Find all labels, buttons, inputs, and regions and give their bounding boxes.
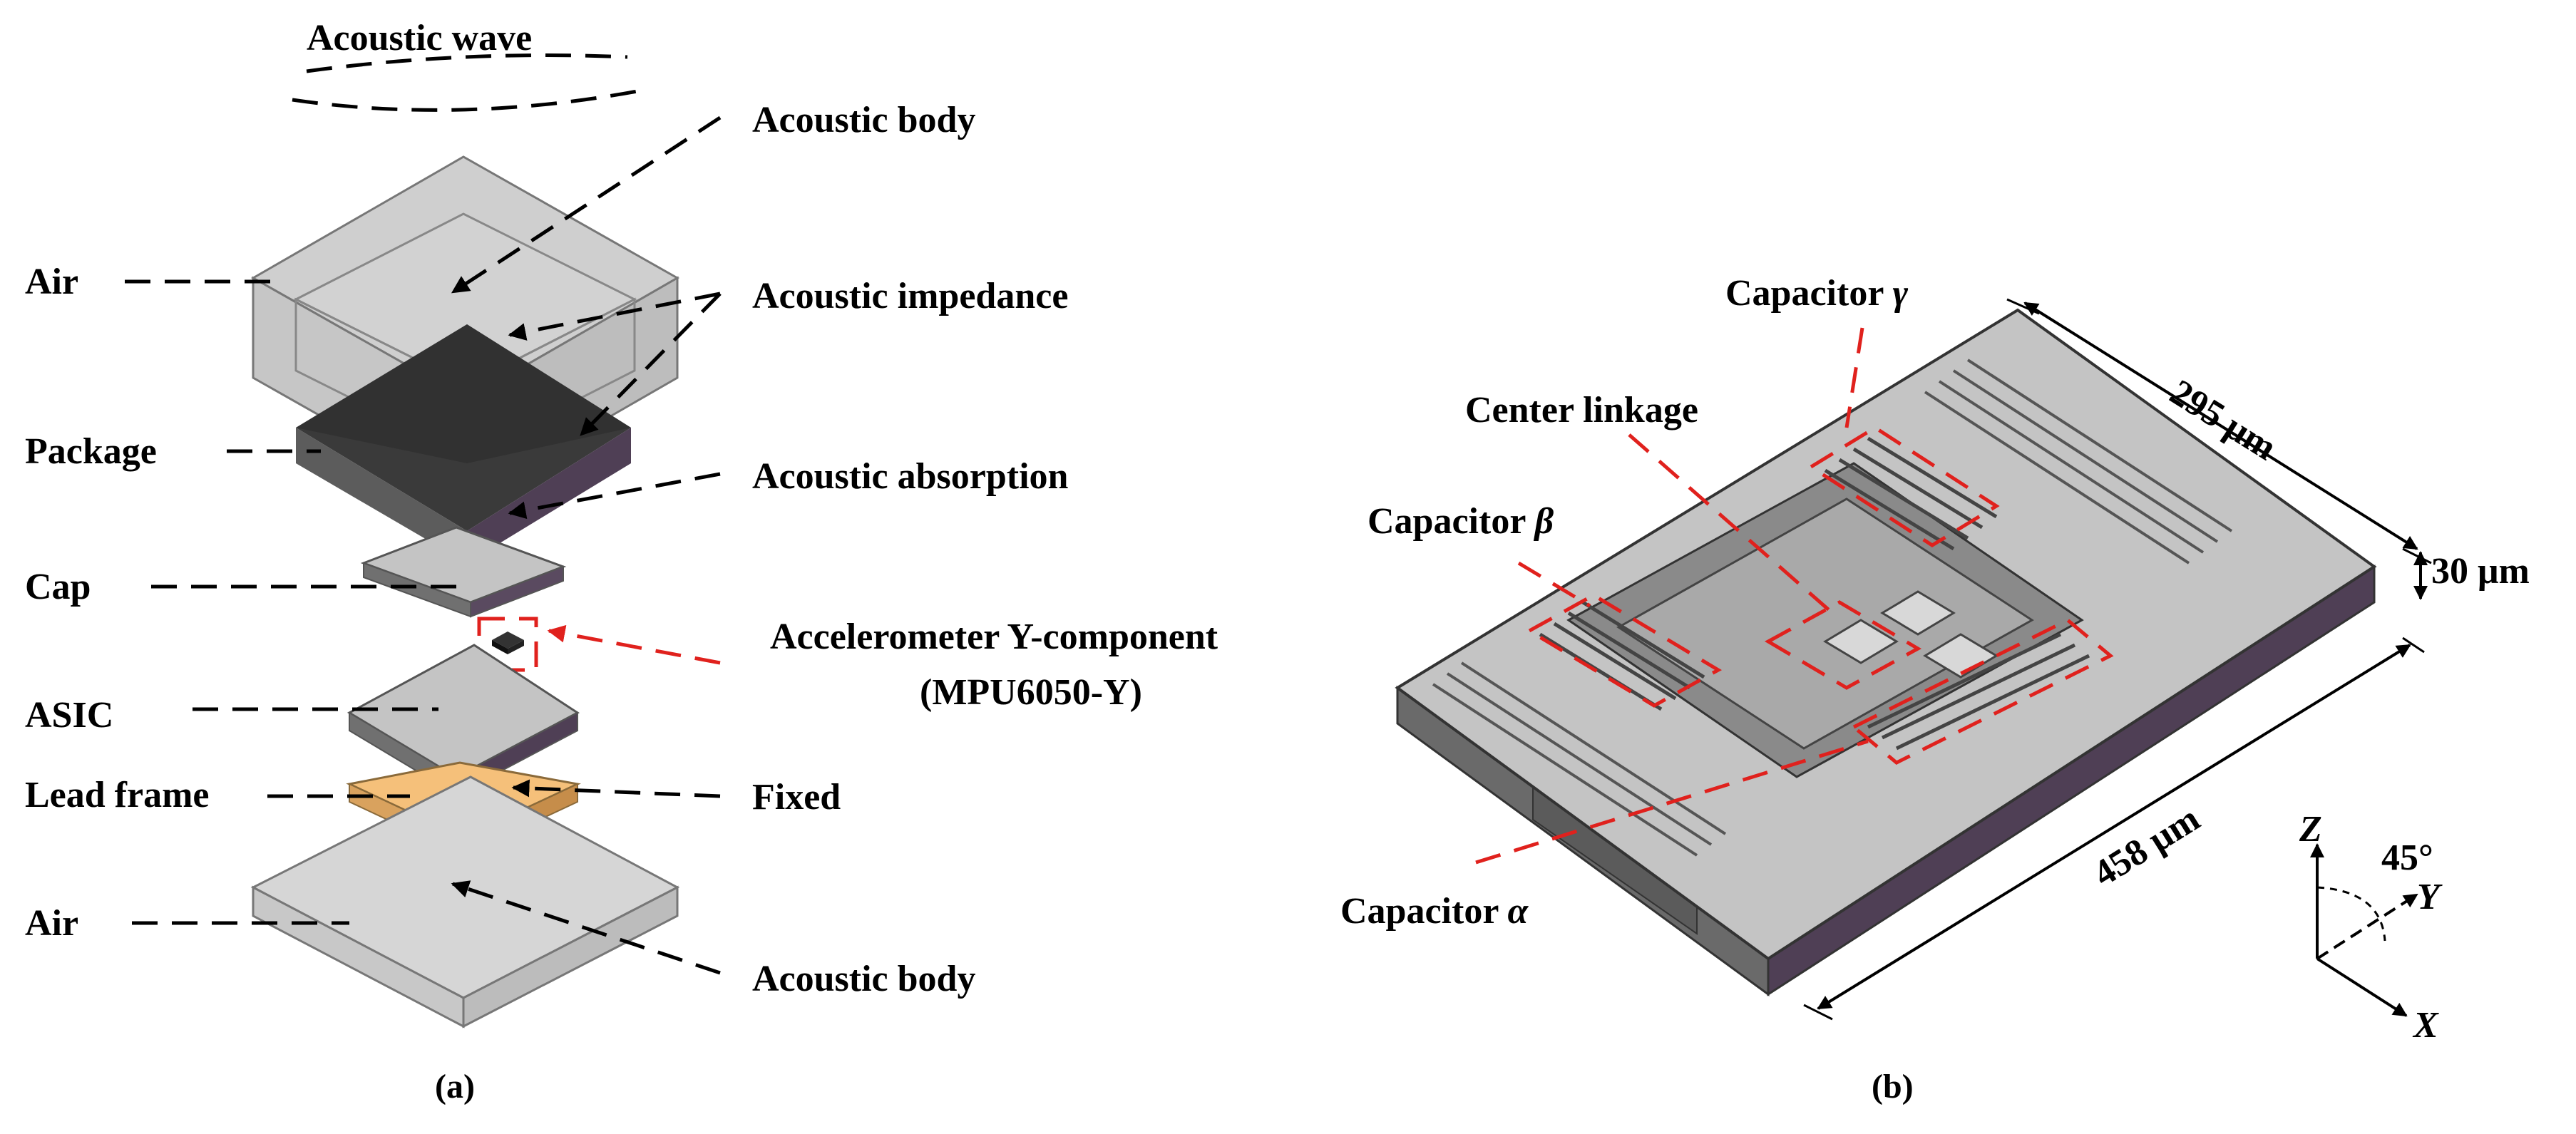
caption-b: (b) bbox=[1872, 1068, 1914, 1105]
cap-plate bbox=[360, 526, 567, 618]
label-acoustic-absorption: Acoustic absorption bbox=[752, 456, 1069, 497]
label-capacitor-alpha: Capacitor α bbox=[1340, 891, 1529, 932]
leader-capacitor-gamma bbox=[1844, 327, 1864, 428]
caption-a: (a) bbox=[435, 1068, 475, 1105]
label-axis-z: Z bbox=[2299, 809, 2322, 850]
label-air-bottom: Air bbox=[25, 903, 78, 944]
acoustic-wave-lines bbox=[292, 53, 650, 112]
label-asic: ASIC bbox=[25, 695, 113, 736]
comb-band-bottom-left bbox=[1432, 661, 1727, 857]
leader-capacitor-alpha bbox=[1475, 739, 1869, 865]
label-lead-frame: Lead frame bbox=[25, 775, 209, 815]
label-acoustic-wave: Acoustic wave bbox=[307, 18, 532, 58]
arrow-acoustic-absorption bbox=[508, 472, 721, 520]
capacitor-gamma-fingers bbox=[1824, 436, 1998, 551]
label-dim-length: 458 μm bbox=[2086, 798, 2207, 895]
label-air-top: Air bbox=[25, 262, 78, 302]
label-cap: Cap bbox=[25, 567, 91, 607]
capacitor-beta-fingers bbox=[1539, 600, 1705, 711]
label-fixed: Fixed bbox=[752, 777, 841, 818]
arrow-acoustic-body-bottom bbox=[451, 880, 721, 975]
arrow-acoustic-impedance-1 bbox=[508, 292, 721, 341]
axis-triad: Z Y X 45° bbox=[2299, 809, 2443, 1046]
package-block bbox=[296, 324, 631, 563]
air-box-bottom bbox=[250, 775, 680, 1029]
label-accelerometer-line1: Accelerometer Y-component bbox=[770, 617, 1218, 657]
label-acoustic-body-bottom: Acoustic body bbox=[752, 959, 975, 999]
arrow-acoustic-body-top bbox=[451, 115, 722, 294]
leader-capacitor-beta bbox=[1517, 561, 1591, 608]
label-accelerometer-line2: (MPU6050-Y) bbox=[920, 672, 1142, 713]
arrow-acoustic-impedance-2 bbox=[580, 292, 722, 436]
highlight-capacitor-gamma bbox=[1807, 426, 2000, 547]
label-package: Package bbox=[25, 431, 157, 472]
label-center-linkage: Center linkage bbox=[1465, 390, 1698, 431]
leader-center-linkage bbox=[1628, 433, 1834, 614]
arrow-accelerometer bbox=[547, 624, 721, 665]
dimension-thickness: 30 μm bbox=[2413, 551, 2530, 600]
label-angle: 45° bbox=[2381, 837, 2433, 878]
label-acoustic-body-top: Acoustic body bbox=[752, 100, 975, 140]
air-box-top bbox=[250, 155, 680, 501]
arrow-fixed bbox=[511, 779, 721, 798]
label-capacitor-beta: Capacitor β bbox=[1367, 501, 1554, 542]
label-axis-y: Y bbox=[2417, 877, 2443, 917]
panel-b: Capacitor γ Center linkage Capacitor β C… bbox=[1340, 273, 2530, 1105]
label-dim-thickness: 30 μm bbox=[2431, 551, 2530, 592]
panel-a: Acoustic wave bbox=[25, 18, 1218, 1105]
label-acoustic-impedance: Acoustic impedance bbox=[752, 276, 1068, 316]
highlight-capacitor-beta bbox=[1526, 593, 1722, 708]
label-axis-x: X bbox=[2412, 1005, 2439, 1046]
label-capacitor-gamma: Capacitor γ bbox=[1725, 273, 1908, 314]
